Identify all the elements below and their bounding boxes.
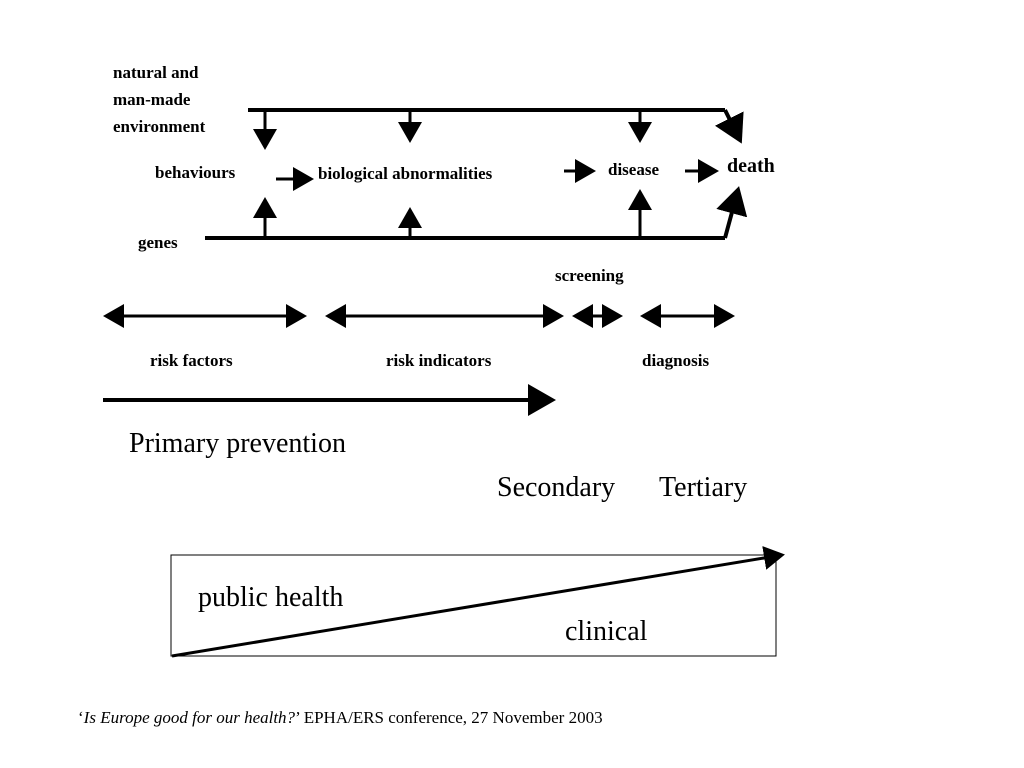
genes-label: genes <box>138 233 178 252</box>
diagnosis-label: diagnosis <box>642 351 710 370</box>
risk-factors-label: risk factors <box>150 351 233 370</box>
wedge-diagonal <box>171 546 785 658</box>
footer-citation: ‘Is Europe good for our health?’ EPHA/ER… <box>78 708 603 728</box>
environment-to-death-connector <box>714 109 744 144</box>
public-health-label: public health <box>198 582 344 613</box>
behaviours-label: behaviours <box>155 163 236 182</box>
environment-label-line: environment <box>113 117 206 136</box>
environment-label-line: man-made <box>113 90 191 109</box>
secondary-prevention-label: Secondary <box>497 472 616 503</box>
tertiary-prevention-label: Tertiary <box>659 472 748 503</box>
footer-title: Is Europe good for our health? <box>83 708 296 727</box>
biological-abnormalities-label: biological abnormalities <box>318 164 493 183</box>
screening-label: screening <box>555 266 624 285</box>
disease-label: disease <box>608 160 659 179</box>
death-label: death <box>727 155 775 177</box>
footer-rest: EPHA/ERS conference, 27 November 2003 <box>299 708 603 727</box>
primary-prevention-label: Primary prevention <box>129 428 346 459</box>
risk-indicators-label: risk indicators <box>386 351 492 370</box>
wedge-box <box>170 554 777 657</box>
clinical-label: clinical <box>565 616 648 647</box>
environment-label-line: natural and <box>113 63 199 82</box>
environment-label: natural and man-made environment <box>113 59 253 140</box>
genes-to-death-connector <box>716 186 748 239</box>
footer-open-quote: ‘ <box>78 708 84 727</box>
footer-close-quote: ’ <box>295 708 300 727</box>
